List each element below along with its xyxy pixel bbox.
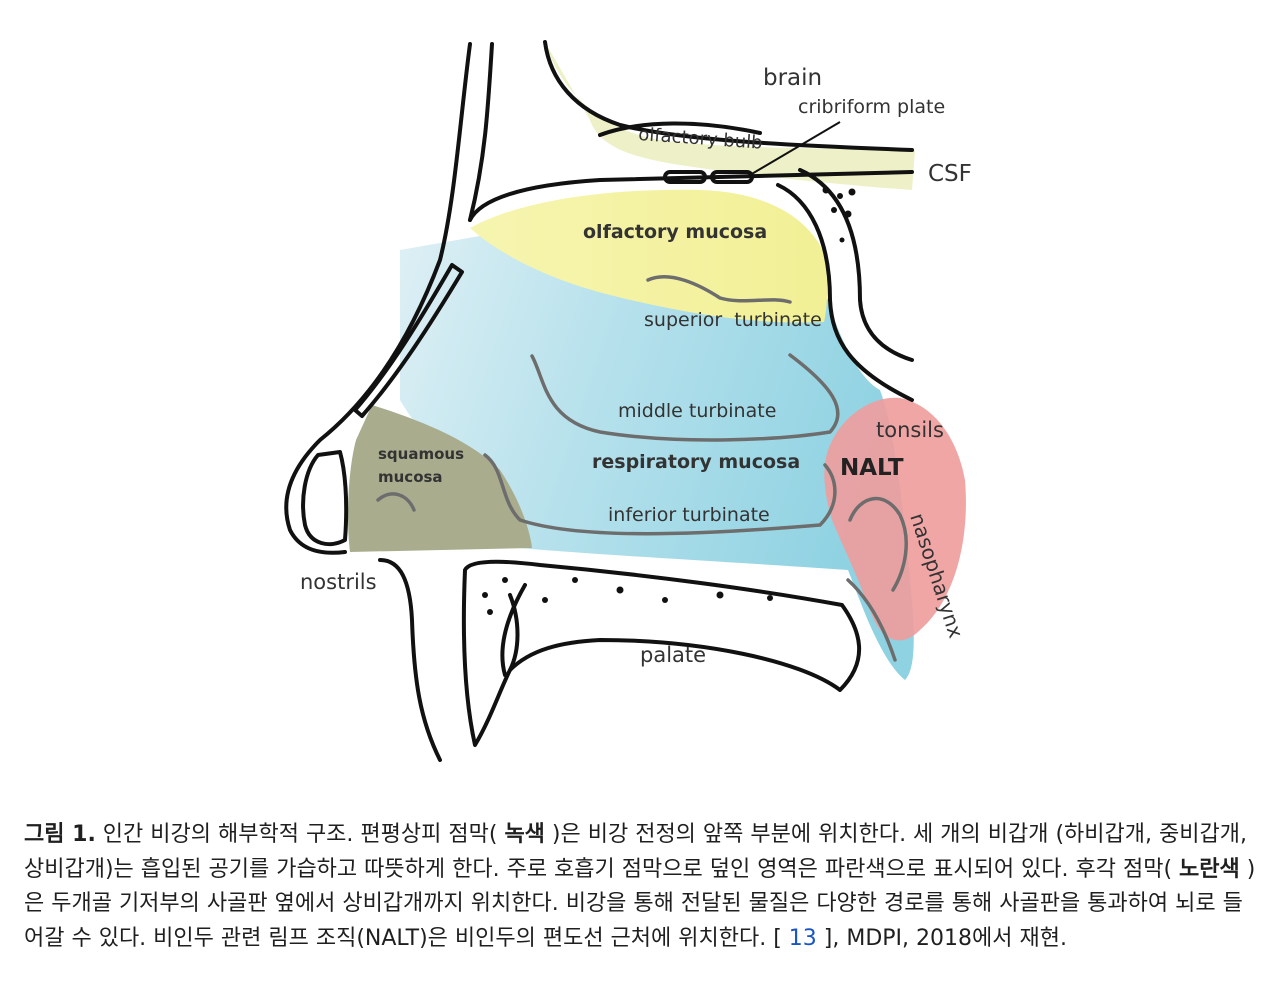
posterior-pharynx-line: [846, 578, 897, 662]
turbinate-lines: [376, 275, 908, 662]
cribriform-pointer: [749, 121, 841, 176]
squamous-curl: [376, 492, 416, 512]
label-nostrils: nostrils: [300, 570, 377, 594]
olfactory-mucosa-region: [470, 189, 828, 323]
squamous-mucosa-region: [348, 405, 532, 552]
label-palate: palate: [640, 643, 706, 667]
caption-text-1: 인간 비강의 해부학적 구조. 편평상피 점막(: [95, 822, 505, 847]
label-nalt: NALT: [840, 455, 904, 481]
superior-turbinate-line: [646, 275, 792, 304]
reference-link[interactable]: 13: [788, 925, 817, 951]
label-superior-turbinate: superior turbinate: [644, 309, 822, 331]
caption-text-2: )은 비강 전정의 앞쪽 부분에 위치한다. 세 개의 비갑개 (하비갑개, 중…: [24, 822, 1247, 882]
label-olfactory-mucosa: olfactory mucosa: [583, 221, 767, 243]
label-cribriform-plate: cribriform plate: [798, 96, 945, 118]
nasal-outline: [284, 40, 914, 762]
bone-dots: [482, 186, 856, 615]
label-csf: CSF: [928, 161, 972, 187]
nasopharynx-line: [848, 497, 908, 592]
label-tonsils: tonsils: [876, 418, 944, 442]
label-inferior-turbinate: inferior turbinate: [608, 504, 770, 526]
respiratory-mucosa-region: [400, 214, 914, 680]
caption-yellow: 노란색: [1179, 856, 1240, 882]
label-brain: brain: [763, 65, 822, 91]
label-squamous-mucosa: mucosa: [378, 468, 443, 486]
figure-caption: 그림 1. 인간 비강의 해부학적 구조. 편평상피 점막( 녹색 )은 비강 …: [24, 818, 1260, 956]
figure-label: 그림 1.: [24, 822, 96, 847]
nasal-anatomy-diagram: brain cribriform plate olfactory bulb CS…: [284, 40, 972, 762]
nalt-region: [824, 397, 966, 641]
caption-green: 녹색: [504, 822, 545, 847]
middle-turbinate-line: [530, 353, 840, 442]
label-respiratory-mucosa: respiratory mucosa: [592, 451, 800, 473]
caption-text-3: )은 두개골 기저부의 사골판 옆에서 상비갑개까지 위치한다. 비강을 통해 …: [24, 856, 1256, 951]
label-squamous: squamous: [378, 445, 464, 463]
label-middle-turbinate: middle turbinate: [618, 400, 776, 422]
caption-text-4: ], MDPI, 2018에서 재현.: [816, 925, 1067, 951]
inferior-turbinate-line: [483, 453, 837, 536]
brain-band: [545, 42, 915, 190]
